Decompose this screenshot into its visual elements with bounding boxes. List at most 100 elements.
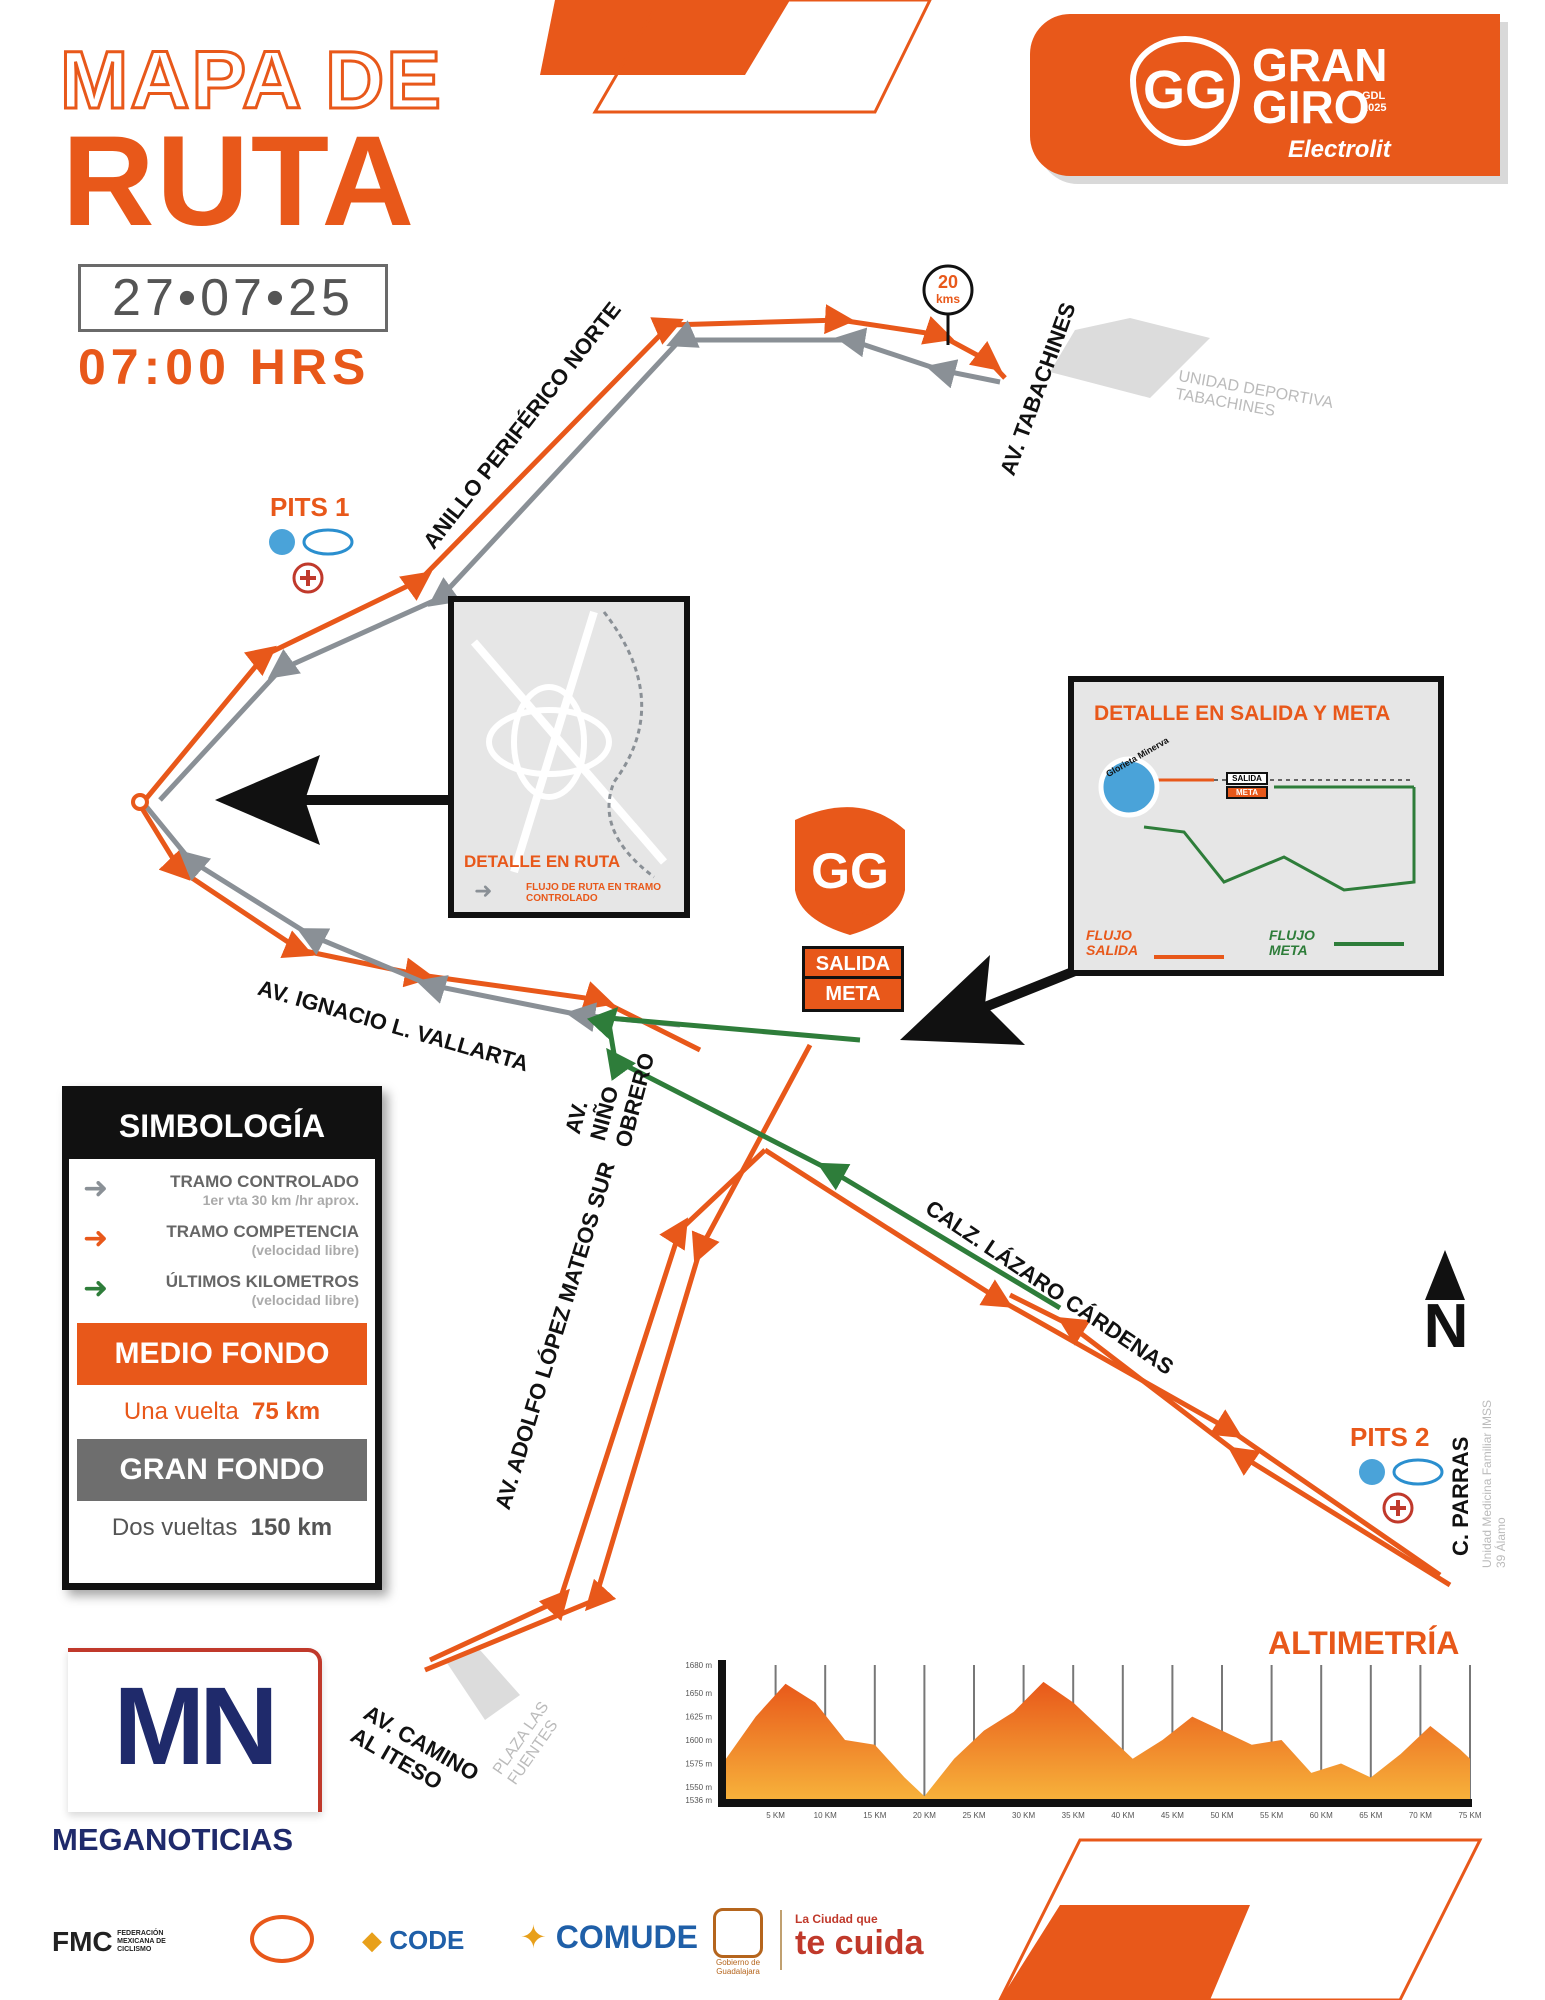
sponsor-ciudad-line1: La Ciudad que: [795, 1912, 878, 1926]
water-icon: [1359, 1459, 1385, 1485]
street-parras: C. PARRAS: [1448, 1436, 1473, 1556]
altimetry-x-label: 10 KM: [814, 1811, 837, 1820]
grey-arrow-icon: ➜: [83, 1172, 109, 1205]
legend-medio-dist: 75 km: [252, 1398, 321, 1425]
altimetry-x-label: 75 KM: [1458, 1811, 1481, 1820]
altimetry-x-label: 35 KM: [1062, 1811, 1085, 1820]
inset-flow-finish: FLUJO META: [1269, 927, 1315, 958]
inset-finish-badge: META: [1226, 786, 1268, 799]
sponsor-divider: [780, 1910, 782, 1970]
sponsor-guadalajara: Gobierno de Guadalajara: [708, 1908, 768, 1976]
altimetry-x-label: 20 KM: [913, 1811, 936, 1820]
route-east-out: [763, 1147, 1442, 1578]
north-arrow-icon: [1425, 1250, 1465, 1300]
green-arrow-icon: ➜: [83, 1272, 109, 1305]
inset-route-title: DETALLE EN RUTA: [464, 852, 621, 871]
street-unidad-medica: Unidad Medicina Familiar IMSS 39 Álamo: [1480, 1399, 1508, 1568]
inset-start-detail: DETALLE EN SALIDA Y META Glorieta Minerv…: [1068, 676, 1444, 976]
sponsor-asociacion-icon: [250, 1915, 314, 1963]
altimetry-area: [726, 1681, 1470, 1800]
legend-final-label: ÚLTIMOS KILOMETROS: [165, 1272, 359, 1291]
interchange-icon: [470, 610, 668, 879]
sponsor-code-label: CODE: [389, 1925, 465, 1955]
electrolit-icon: [302, 528, 354, 556]
km-marker-value: 20: [937, 272, 959, 292]
altimetry-y-label: 1625 m: [685, 1713, 712, 1722]
legend-gran-desc: Dos vueltas: [111, 1514, 238, 1541]
altimetry-y-label: 1680 m: [685, 1661, 712, 1670]
legend-medio-value: Una vuelta 75 km: [69, 1385, 375, 1439]
page-title-main: RUTA: [62, 110, 416, 253]
north-label: N: [1423, 1292, 1469, 1361]
brand-name-1: GRAN: [1252, 39, 1388, 91]
center-logo-text: GG: [811, 843, 889, 899]
altimetry-y-label: 1600 m: [685, 1736, 712, 1745]
media-logo: MN: [68, 1648, 322, 1812]
sponsor-comude: ✦ COMUDE: [520, 1918, 698, 1956]
altimetry-x-label: 50 KM: [1210, 1811, 1233, 1820]
altimetry-x-label: 55 KM: [1260, 1811, 1283, 1820]
sponsor-fmc-sub: FEDERACIÓN MEXICANA DE CICLISMO: [117, 1930, 166, 1953]
pits-1-label: PITS 1: [270, 492, 350, 522]
legend-competition-label: TRAMO COMPETENCIA: [166, 1222, 359, 1241]
page-title-top: MAPA DE: [59, 35, 443, 126]
altimetry-x-label: 65 KM: [1359, 1811, 1382, 1820]
glorieta-icon: [1098, 756, 1160, 818]
legend-row-final: ➜ ÚLTIMOS KILOMETROS(velocidad libre): [69, 1269, 375, 1319]
center-logo-icon: [795, 807, 905, 935]
inset-route-note: FLUJO DE RUTA EN TRAMO CONTROLADO: [526, 882, 661, 904]
altimetry-x-label: 45 KM: [1161, 1811, 1184, 1820]
altimetry-x-label: 15 KM: [863, 1811, 886, 1820]
inset-pointer-arrow: [215, 755, 320, 845]
route-east-back: [1008, 1292, 1452, 1588]
brand-sub: GDL 2025: [1362, 90, 1387, 114]
route-final-green: [586, 1006, 1062, 1311]
sponsor-code: ◆ CODE: [362, 1925, 464, 1956]
legend-gran-fondo: GRAN FONDO: [77, 1439, 367, 1501]
legend-controlled-sub: 1er vta 30 km /hr aprox.: [202, 1192, 359, 1208]
sponsor-comude-label: COMUDE: [555, 1919, 698, 1955]
legend-medio-desc: Una vuelta: [123, 1398, 239, 1425]
crest-icon: [713, 1908, 763, 1958]
legend-gran-value: Dos vueltas 150 km: [69, 1501, 375, 1555]
legend-title: SIMBOLOGÍA: [69, 1093, 375, 1159]
grey-arrow-icon: ➜: [474, 878, 493, 903]
brand-sponsor: Electrolit: [1288, 136, 1391, 163]
inset-route-detail: DETALLE EN RUTA FLUJO DE RUTA EN TRAMO C…: [448, 596, 690, 918]
altimetry-x-label: 40 KM: [1111, 1811, 1134, 1820]
legend-controlled-label: TRAMO CONTROLADO: [170, 1172, 359, 1191]
altimetry-y-label: 1536 m: [685, 1796, 712, 1805]
torch-icon: ✦: [520, 1919, 547, 1955]
km-marker-unit: kms: [935, 292, 961, 306]
route-north-grey: [158, 320, 1001, 802]
altimetry-y-label: 1650 m: [685, 1689, 712, 1698]
brand-logo-icon: GG: [1130, 36, 1240, 146]
altimetry-x-label: 60 KM: [1310, 1811, 1333, 1820]
electrolit-icon: [1392, 1458, 1444, 1486]
legend-row-competition: ➜ TRAMO COMPETENCIA(velocidad libre): [69, 1219, 375, 1269]
sponsor-ciudad-line2: te cuida: [795, 1924, 924, 1962]
altimetry-y-label: 1575 m: [685, 1759, 712, 1768]
altimetry-x-label: 70 KM: [1409, 1811, 1432, 1820]
inset-start-title: DETALLE EN SALIDA Y META: [1094, 702, 1391, 725]
media-logo-mark: MN: [113, 1665, 278, 1788]
media-name: MEGANOTICIAS: [52, 1822, 294, 1857]
start-pointer-arrow: [900, 955, 1025, 1045]
brand-badge: GG GRAN GIRO GDL 2025 Electrolit: [1030, 14, 1500, 176]
sponsor-ciudad: La Ciudad que te cuida: [795, 1912, 923, 1960]
drop-icon: ◆: [362, 1925, 382, 1955]
inset-flow-start: FLUJO SALIDA: [1086, 927, 1139, 958]
legend-competition-sub: (velocidad libre): [251, 1242, 359, 1258]
legend-medio-fondo: MEDIO FONDO: [77, 1323, 367, 1385]
brand-name-2: GIRO: [1252, 81, 1370, 133]
altimetry-x-label: 25 KM: [962, 1811, 985, 1820]
altimetry-x-label: 30 KM: [1012, 1811, 1035, 1820]
legend-gran-dist: 150 km: [250, 1514, 333, 1541]
sponsor-fmc: FMC FEDERACIÓN MEXICANA DE CICLISMO: [52, 1926, 177, 1958]
sponsor-fmc-label: FMC: [52, 1926, 113, 1957]
